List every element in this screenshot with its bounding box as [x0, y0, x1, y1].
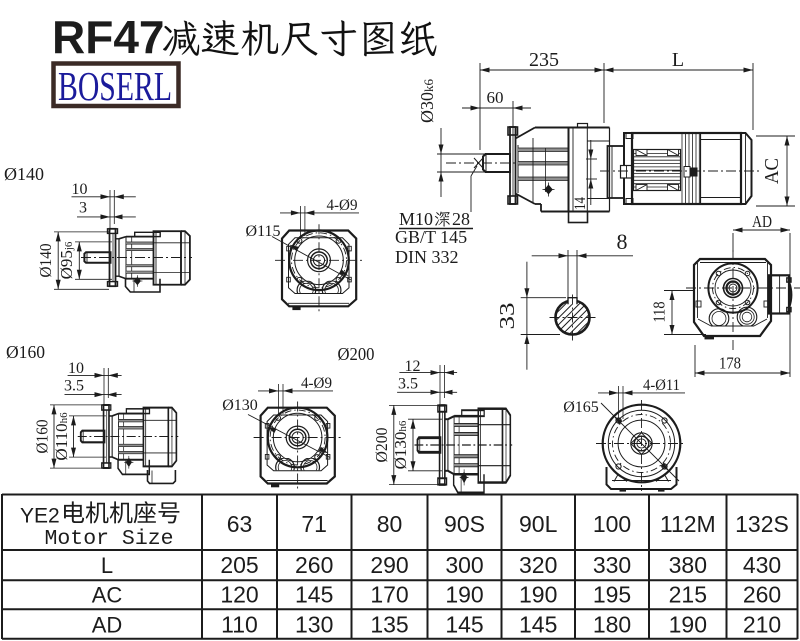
svg-text:Ø130h6: Ø130h6 [391, 420, 410, 469]
svg-text:145: 145 [519, 611, 557, 637]
svg-text:Ø30k6: Ø30k6 [417, 79, 437, 124]
svg-text:3.5: 3.5 [398, 376, 418, 393]
svg-text:430: 430 [743, 552, 781, 578]
svg-text:3.5: 3.5 [64, 378, 84, 395]
svg-text:GB/T 145: GB/T 145 [395, 227, 467, 247]
svg-text:118: 118 [650, 302, 669, 323]
svg-text:Motor Size: Motor Size [45, 527, 174, 551]
svg-text:BOSERL: BOSERL [58, 63, 172, 109]
svg-text:4-Ø9: 4-Ø9 [301, 375, 332, 392]
svg-text:60: 60 [487, 88, 504, 107]
svg-text:AC: AC [761, 158, 783, 184]
svg-text:Ø95j6: Ø95j6 [57, 241, 76, 279]
svg-text:145: 145 [445, 611, 483, 637]
svg-text:Ø110h6: Ø110h6 [52, 412, 71, 461]
svg-text:90S: 90S [444, 511, 485, 537]
svg-text:235: 235 [529, 49, 559, 71]
svg-text:10: 10 [68, 360, 84, 377]
svg-text:330: 330 [593, 552, 631, 578]
svg-text:300: 300 [445, 552, 483, 578]
svg-text:190: 190 [445, 582, 483, 608]
svg-text:L: L [672, 49, 684, 71]
svg-text:210: 210 [743, 611, 781, 637]
svg-text:190: 190 [669, 611, 707, 637]
svg-text:4-Ø11: 4-Ø11 [643, 377, 680, 394]
svg-text:178: 178 [719, 354, 741, 373]
svg-text:3: 3 [79, 200, 87, 217]
svg-text:260: 260 [743, 582, 781, 608]
svg-text:170: 170 [370, 582, 408, 608]
svg-text:M10: M10 [399, 209, 433, 229]
svg-text:Ø140: Ø140 [36, 244, 55, 278]
svg-text:112M: 112M [660, 511, 716, 537]
svg-text:12: 12 [405, 358, 421, 375]
svg-text:Ø115: Ø115 [246, 223, 281, 240]
svg-text:Ø160: Ø160 [33, 420, 52, 454]
svg-text:33: 33 [495, 303, 519, 330]
svg-text:380: 380 [669, 552, 707, 578]
svg-text:AD: AD [752, 212, 772, 231]
svg-text:L: L [101, 553, 113, 578]
svg-text:Ø200: Ø200 [338, 344, 375, 364]
svg-text:Ø140: Ø140 [4, 164, 44, 184]
svg-text:Ø200: Ø200 [372, 428, 391, 463]
svg-text:110: 110 [221, 611, 258, 637]
svg-text:4-Ø9: 4-Ø9 [327, 197, 358, 214]
svg-text:135: 135 [370, 611, 408, 637]
svg-text:290: 290 [370, 552, 408, 578]
svg-text:215: 215 [669, 582, 707, 608]
svg-text:90L: 90L [519, 511, 558, 537]
svg-text:14: 14 [572, 197, 589, 210]
svg-text:190: 190 [519, 582, 557, 608]
svg-text:DIN 332: DIN 332 [395, 247, 459, 267]
svg-text:180: 180 [593, 611, 631, 637]
svg-text:AC: AC [92, 583, 123, 608]
svg-text:205: 205 [220, 552, 258, 578]
svg-text:80: 80 [377, 511, 403, 537]
svg-text:RF47: RF47 [52, 11, 164, 63]
svg-text:Ø130: Ø130 [222, 397, 258, 414]
svg-text:320: 320 [519, 552, 557, 578]
svg-text:132S: 132S [735, 511, 789, 537]
svg-text:AD: AD [92, 612, 123, 637]
svg-text:120: 120 [220, 582, 258, 608]
svg-text:260: 260 [295, 552, 333, 578]
svg-text:10: 10 [72, 181, 88, 198]
svg-text:100: 100 [593, 511, 631, 537]
svg-text:Ø165: Ø165 [563, 399, 599, 416]
svg-text:195: 195 [593, 582, 631, 608]
svg-text:145: 145 [295, 582, 333, 608]
svg-text:71: 71 [301, 511, 327, 537]
svg-text:63: 63 [227, 511, 253, 537]
svg-text:YE2: YE2 [20, 505, 60, 528]
svg-text:130: 130 [295, 611, 333, 637]
svg-text:Ø160: Ø160 [6, 342, 45, 362]
svg-text:28: 28 [452, 209, 470, 229]
svg-text:8: 8 [617, 229, 628, 254]
